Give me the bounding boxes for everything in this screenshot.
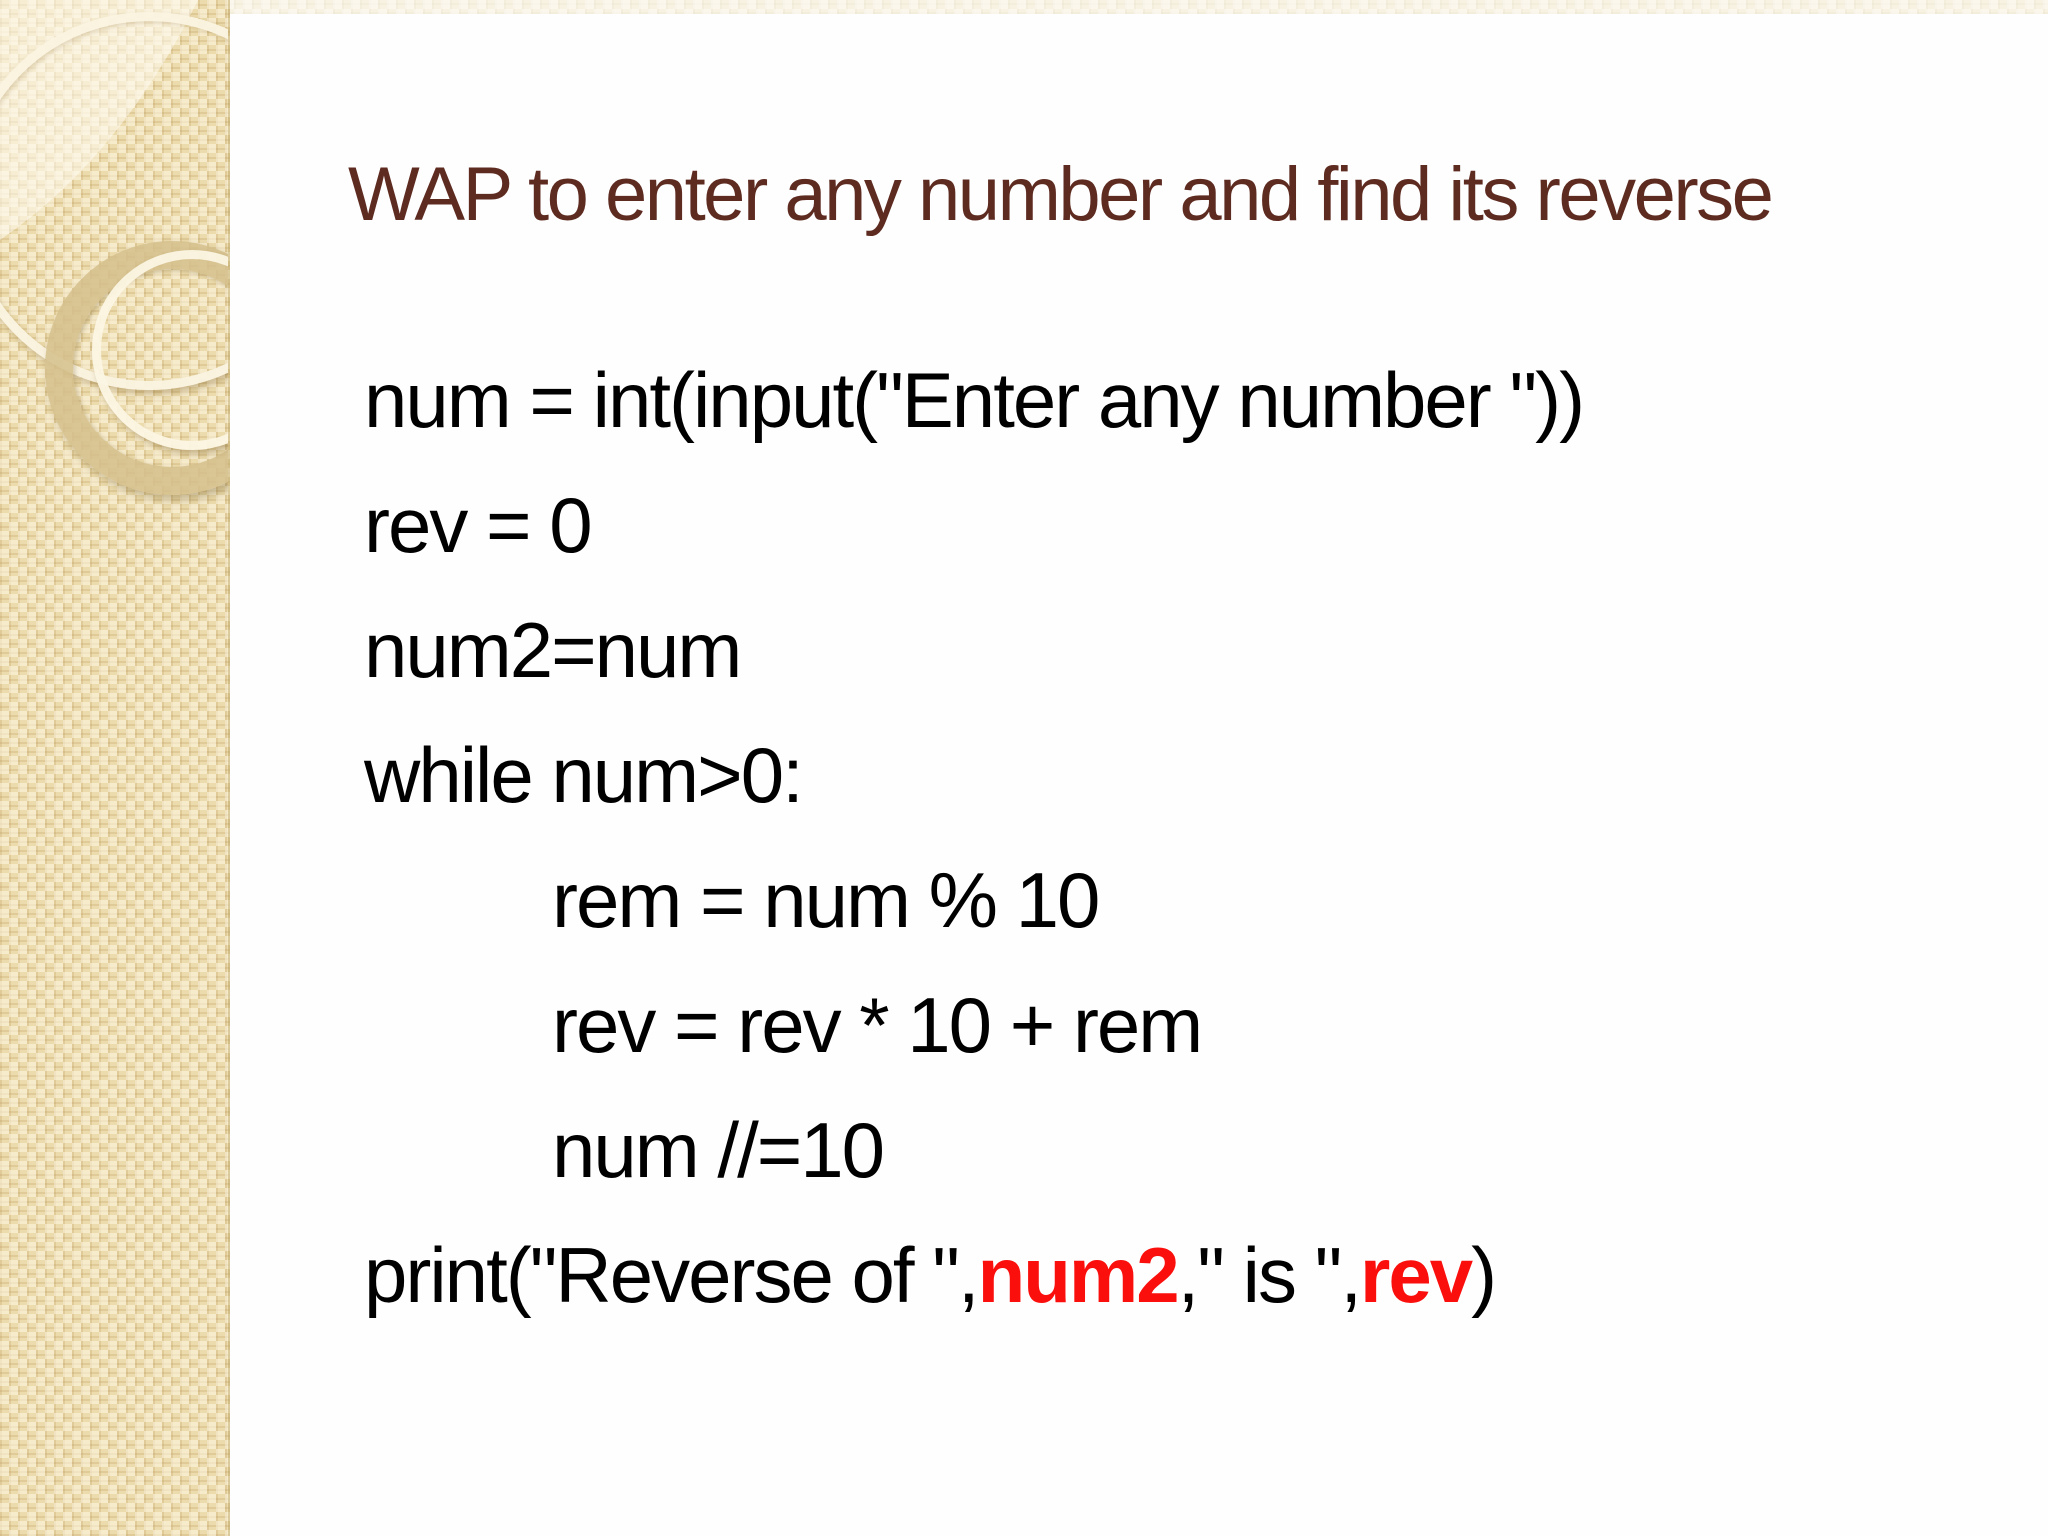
code-line-1: num = int(input("Enter any number ")) [364, 356, 1585, 444]
code-line-8: print("Reverse of ",num2," is ",rev) [364, 1213, 1583, 1338]
print-text-open: print("Reverse of ", [364, 1231, 980, 1319]
print-var-rev: rev [1360, 1231, 1473, 1319]
print-text-close: ) [1471, 1231, 1497, 1319]
top-border-strip [0, 0, 2048, 14]
code-line-5: rem = num % 10 [552, 856, 1100, 944]
code-block: num = int(input("Enter any number ")) re… [364, 338, 1585, 1338]
slide-title: WAP to enter any number and find its rev… [348, 152, 1774, 237]
code-line-7: num //=10 [552, 1106, 885, 1194]
code-line-6: rev = rev * 10 + rem [552, 981, 1203, 1069]
code-line-4: while num>0: [364, 731, 804, 819]
sidebar-decoration [0, 0, 230, 1536]
code-line-2: rev = 0 [364, 481, 593, 569]
print-var-num2: num2 [977, 1231, 1180, 1319]
print-text-middle: ," is ", [1177, 1231, 1362, 1319]
code-line-3: num2=num [364, 606, 742, 694]
